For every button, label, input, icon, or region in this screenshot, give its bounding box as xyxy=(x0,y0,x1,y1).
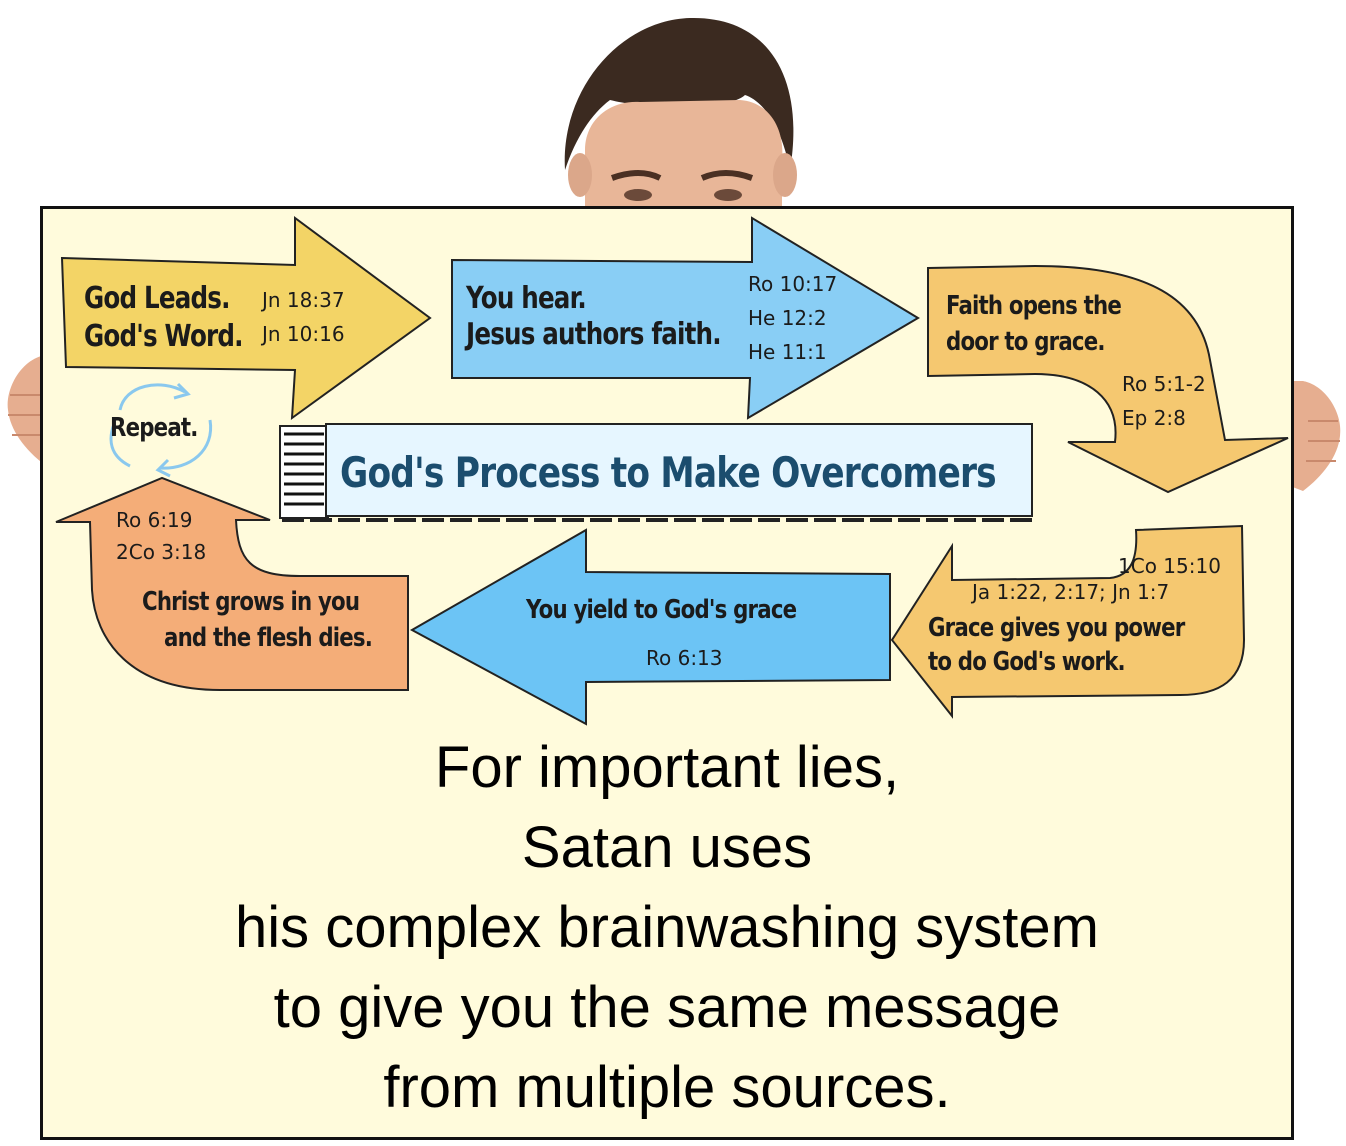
step-5-text-line-1: You yield to God's grace xyxy=(526,595,797,625)
diagram-title: God's Process to Make Overcomers xyxy=(340,448,997,497)
step-1-arrow xyxy=(60,216,432,421)
step-2-ref-2: He 12:2 xyxy=(748,306,827,330)
step-1-text-line-2: God's Word. xyxy=(84,319,243,354)
step-6-ref-1: Ro 6:19 xyxy=(116,508,193,532)
step-6-ref-2: 2Co 3:18 xyxy=(116,540,207,564)
step-4-arrow xyxy=(890,524,1246,719)
repeat-label: Repeat. xyxy=(110,413,198,443)
person-head-photo xyxy=(564,17,797,210)
step-1-ref-2: Jn 10:16 xyxy=(262,322,345,346)
right-hand xyxy=(1290,381,1341,491)
step-3-text-line-1: Faith opens the xyxy=(946,291,1122,321)
step-2-text-line-1: You hear. xyxy=(466,281,587,316)
step-3-text-line-2: door to grace. xyxy=(946,327,1105,357)
cycle-arrows-icon xyxy=(109,382,213,478)
step-4-text-line-2: to do God's work. xyxy=(928,647,1126,677)
step-4-ref-1: 1Co 15:10 xyxy=(1118,554,1221,578)
step-6-text-line-1: Christ grows in you xyxy=(142,587,360,617)
step-5-ref-1: Ro 6:13 xyxy=(646,646,723,670)
step-5-arrow xyxy=(409,528,891,726)
caption-line-3: his complex brainwashing system xyxy=(235,895,1099,960)
step-3-ref-2: Ep 2:8 xyxy=(1122,406,1186,430)
caption-line-1: For important lies, xyxy=(434,735,900,800)
step-3-arrow xyxy=(927,264,1289,494)
caption-line-4: to give you the same message xyxy=(273,975,1061,1040)
step-4-text-line-1: Grace gives you power xyxy=(928,613,1185,643)
step-2-ref-1: Ro 10:17 xyxy=(748,272,838,296)
step-3-ref-1: Ro 5:1-2 xyxy=(1122,372,1206,396)
caption-block: For important lies, Satan uses his compl… xyxy=(40,728,1294,1128)
step-2-arrow xyxy=(451,216,920,420)
step-2-ref-3: He 11:1 xyxy=(748,340,827,364)
step-6-text-line-2: and the flesh dies. xyxy=(164,623,373,653)
step-2-text-line-2: Jesus authors faith. xyxy=(466,317,722,352)
caption-line-2: Satan uses xyxy=(521,815,813,880)
step-6-arrow xyxy=(55,476,409,691)
caption-line-5: from multiple sources. xyxy=(383,1055,951,1120)
title-banner xyxy=(279,423,1034,522)
step-1-text-line-1: God Leads. xyxy=(84,281,230,316)
step-4-ref-2: Ja 1:22, 2:17; Jn 1:7 xyxy=(972,580,1170,604)
step-1-ref-1: Jn 18:37 xyxy=(262,288,345,312)
